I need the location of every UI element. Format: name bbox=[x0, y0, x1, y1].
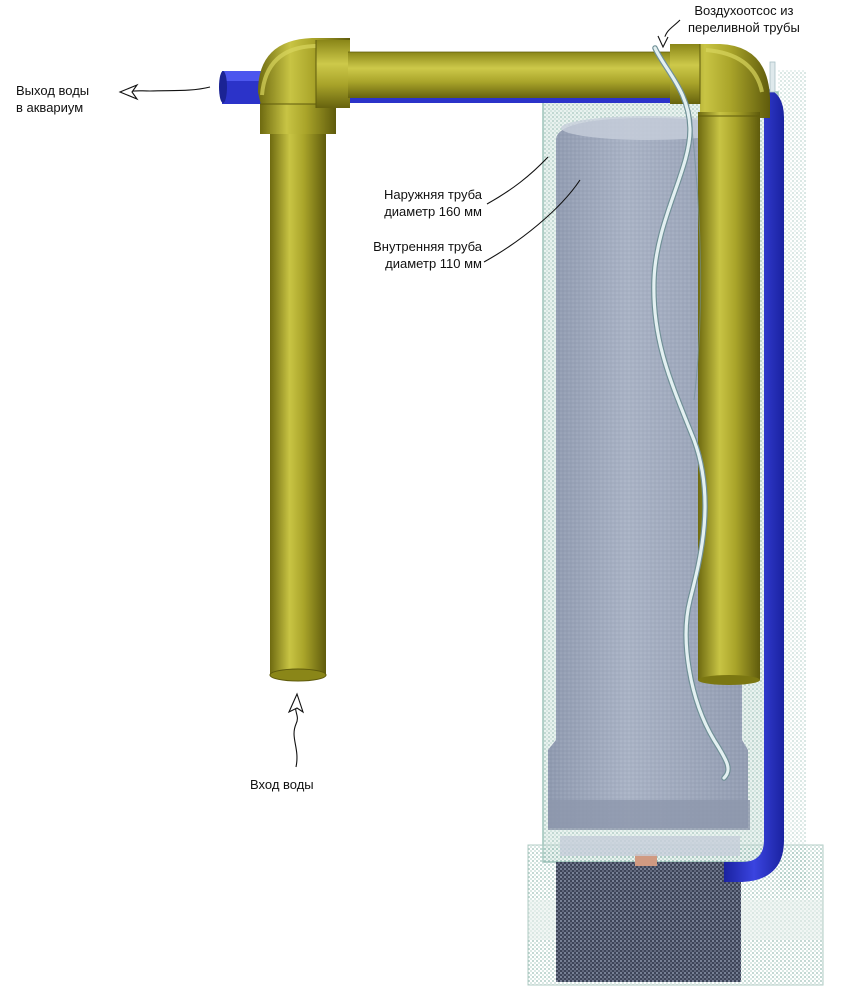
outer-pipe-line1: Наружняя труба bbox=[384, 187, 482, 202]
water-out-arrow bbox=[127, 86, 211, 93]
inlet-pipe bbox=[269, 128, 327, 682]
blue-pipe-vertical bbox=[724, 88, 784, 882]
right-thin-tube bbox=[769, 61, 776, 93]
annotation-lines bbox=[118, 19, 681, 768]
top-horizontal-pipe bbox=[348, 51, 674, 98]
outer-pipe-pointer bbox=[486, 156, 549, 205]
water-in-arrowhead bbox=[287, 692, 305, 714]
inner-pipe-pointer bbox=[483, 179, 581, 263]
outer-pipe-label: Наружняя труба диаметр 160 мм bbox=[352, 186, 482, 220]
top-left-elbow bbox=[258, 38, 350, 134]
water-in-arrow bbox=[293, 705, 298, 768]
inner-pipe-label: Внутренняя труба диаметр 110 мм bbox=[346, 238, 482, 272]
inner-pipe-line2: диаметр 110 мм bbox=[385, 256, 482, 271]
water-out-line2: в аквариум bbox=[16, 100, 84, 115]
top-right-elbow bbox=[670, 44, 770, 118]
water-out-arrowhead bbox=[118, 83, 139, 101]
pump-housing bbox=[527, 836, 824, 986]
air-hose bbox=[651, 45, 731, 781]
outer-pipe-line2: диаметр 160 мм bbox=[384, 204, 482, 219]
water-out-label: Выход воды в аквариум bbox=[16, 82, 89, 116]
air-suction-line2: переливной трубы bbox=[688, 20, 800, 35]
air-suction-arrowhead bbox=[657, 35, 669, 49]
inner-pipe-line1: Внутренняя труба bbox=[373, 239, 482, 254]
air-suction-label: Воздухоотсос из переливной трубы bbox=[688, 2, 800, 36]
water-out-line1: Выход воды bbox=[16, 83, 90, 98]
water-in-label: Вход воды bbox=[250, 776, 314, 793]
air-suction-line1: Воздухоотсос из bbox=[694, 3, 794, 18]
overflow-pipe bbox=[698, 112, 760, 685]
water-in-line1: Вход воды bbox=[250, 777, 314, 792]
